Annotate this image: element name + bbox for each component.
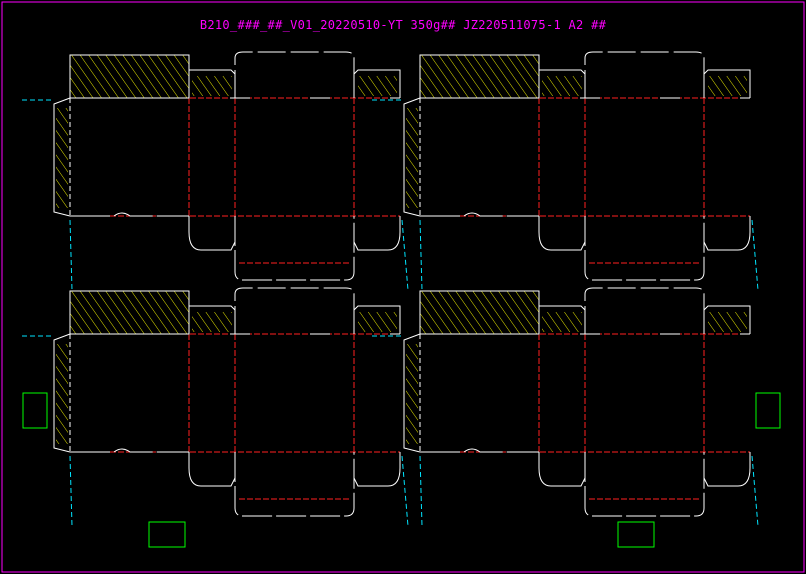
tuck-flap-hatch bbox=[358, 312, 397, 332]
glue-flap-outline bbox=[53, 97, 71, 217]
dust-flap-top-left bbox=[69, 54, 190, 99]
bleed-line bbox=[401, 455, 409, 527]
bottom-dust-flap bbox=[188, 216, 236, 251]
bottom-dust-flap bbox=[353, 216, 401, 251]
tuck-flap-hatch bbox=[542, 76, 582, 96]
bottom-dust-flap bbox=[703, 216, 751, 251]
tuck-flap-outline bbox=[703, 69, 751, 98]
top-lid-outline bbox=[584, 287, 705, 334]
dieline-group bbox=[22, 51, 759, 527]
dust-flap-top-left bbox=[419, 54, 540, 99]
bleed-line bbox=[69, 455, 73, 527]
top-lid-outline bbox=[234, 287, 355, 334]
tuck-flap-outline bbox=[353, 69, 401, 98]
glue-area-hatch bbox=[56, 344, 68, 444]
top-lid-outline bbox=[234, 51, 355, 98]
glue-flap-outline bbox=[53, 333, 71, 453]
glue-area-hatch bbox=[406, 108, 418, 208]
bottom-dust-flap bbox=[188, 452, 236, 487]
bottom-lid-outline bbox=[584, 216, 705, 281]
tuck-flap-hatch bbox=[358, 76, 397, 96]
bleed-line bbox=[419, 219, 423, 291]
dust-flap-top-left bbox=[69, 290, 190, 335]
glue-area-hatch bbox=[56, 108, 68, 208]
bottom-dust-flap bbox=[538, 452, 586, 487]
bottom-dust-flap bbox=[538, 216, 586, 251]
bottom-cut-outline bbox=[70, 448, 189, 453]
bottom-lid-outline bbox=[584, 452, 705, 517]
box-panel-top-right bbox=[372, 51, 759, 291]
bottom-cut-outline bbox=[420, 448, 539, 453]
box-panel-bottom-right bbox=[372, 287, 759, 527]
tuck-flap-outline bbox=[703, 305, 751, 334]
tuck-flap-hatch bbox=[192, 76, 232, 96]
bleed-line bbox=[69, 219, 73, 291]
bottom-lid-outline bbox=[234, 216, 355, 281]
sheet-title: B210_###_##_V01_20220510-YT 350g## JZ220… bbox=[199, 18, 607, 32]
box-panel-bottom-left bbox=[22, 287, 409, 527]
bottom-cut-outline bbox=[70, 212, 189, 217]
bottom-dust-flap bbox=[703, 452, 751, 487]
tuck-flap-hatch bbox=[192, 312, 232, 332]
registration-mark-left bbox=[22, 392, 48, 429]
bottom-lid-outline bbox=[234, 452, 355, 517]
bleed-line bbox=[751, 455, 759, 527]
tuck-flap-hatch bbox=[708, 76, 747, 96]
tuck-flap-hatch bbox=[708, 312, 747, 332]
glue-flap-outline bbox=[403, 97, 421, 217]
tuck-flap-outline bbox=[353, 305, 401, 334]
bleed-line bbox=[401, 219, 409, 291]
registration-mark-bottom-right bbox=[617, 521, 655, 548]
tuck-flap-hatch bbox=[542, 312, 582, 332]
top-lid-outline bbox=[584, 51, 705, 98]
dust-flap-top-left bbox=[419, 290, 540, 335]
registration-mark-right bbox=[755, 392, 781, 429]
bleed-line bbox=[751, 219, 759, 291]
box-panel-top-left bbox=[22, 51, 409, 291]
bleed-line bbox=[419, 455, 423, 527]
bottom-cut-outline bbox=[420, 212, 539, 217]
bottom-dust-flap bbox=[353, 452, 401, 487]
glue-flap-outline bbox=[403, 333, 421, 453]
glue-area-hatch bbox=[406, 344, 418, 444]
registration-mark-bottom-left bbox=[148, 521, 186, 548]
